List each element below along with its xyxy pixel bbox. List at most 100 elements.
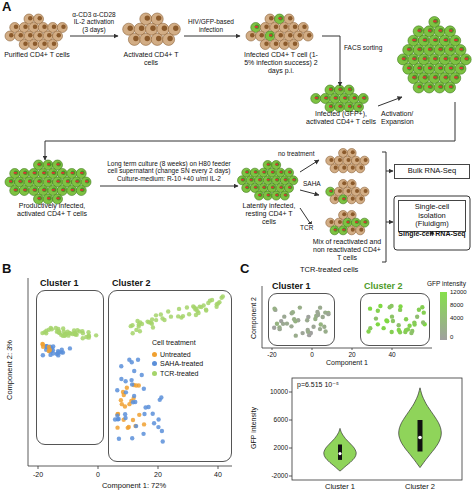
cell-nucleus bbox=[358, 104, 363, 109]
node-text: Latently infected, resting CD4+ T cells bbox=[238, 202, 300, 225]
cell-nucleus bbox=[346, 158, 350, 162]
cell-nucleus bbox=[47, 33, 52, 38]
data-point bbox=[119, 377, 123, 381]
cell-cluster bbox=[398, 17, 472, 93]
label-text: p=6.515 10⁻⁵ bbox=[297, 381, 339, 389]
data-point bbox=[117, 437, 121, 441]
virus-mark bbox=[329, 190, 332, 192]
data-point bbox=[151, 325, 155, 329]
virus-mark bbox=[61, 172, 64, 174]
virus-mark bbox=[258, 194, 261, 196]
cell-nucleus bbox=[275, 162, 279, 166]
cell-nucleus bbox=[254, 185, 258, 189]
cell-nucleus bbox=[38, 16, 43, 21]
data-point bbox=[318, 305, 322, 309]
virus-mark bbox=[339, 89, 342, 91]
virus-mark bbox=[346, 221, 349, 223]
cell-nucleus bbox=[351, 228, 355, 232]
virus-mark bbox=[271, 187, 274, 189]
data-point bbox=[41, 345, 45, 349]
cell bbox=[347, 195, 356, 204]
bracket-arrow bbox=[386, 222, 393, 223]
data-point bbox=[131, 400, 135, 404]
cell bbox=[445, 82, 456, 93]
cell-nucleus bbox=[428, 84, 433, 89]
virus-mark bbox=[57, 198, 60, 200]
data-point bbox=[291, 310, 295, 314]
legend-row: TCR-treated bbox=[152, 368, 203, 378]
virus-mark bbox=[254, 187, 257, 189]
cell-nucleus bbox=[9, 179, 14, 184]
median bbox=[338, 452, 341, 455]
cell-nucleus bbox=[23, 42, 28, 47]
data-point bbox=[166, 309, 170, 313]
cell bbox=[48, 40, 58, 50]
cell-nucleus bbox=[342, 228, 346, 232]
data-point bbox=[154, 318, 158, 322]
cell bbox=[311, 94, 321, 104]
data-point bbox=[137, 383, 141, 387]
virus-mark bbox=[284, 194, 287, 196]
cell-nucleus bbox=[418, 84, 423, 89]
connector bbox=[184, 36, 240, 37]
cell bbox=[38, 40, 48, 50]
cell-nucleus bbox=[346, 189, 350, 193]
cell-nucleus bbox=[245, 185, 249, 189]
cell-nucleus bbox=[307, 33, 312, 38]
cell-nucleus bbox=[293, 25, 298, 30]
cell-group: Purified CD4+ T cells bbox=[4, 15, 70, 59]
cell bbox=[29, 40, 39, 50]
virus-mark bbox=[47, 164, 50, 166]
cell bbox=[356, 226, 365, 235]
treatment-arrow bbox=[300, 160, 319, 172]
legend-text: TCR-treated bbox=[160, 369, 199, 378]
cell-nucleus bbox=[418, 47, 423, 52]
data-point bbox=[119, 364, 123, 368]
virus-mark bbox=[38, 181, 41, 183]
cell-nucleus bbox=[428, 28, 433, 33]
cell-nucleus bbox=[342, 150, 346, 154]
label-text: SAHA bbox=[303, 180, 321, 187]
label-text: 20 bbox=[348, 351, 355, 358]
data-point bbox=[306, 330, 310, 334]
legend: UntreatedSAHA-treatedTCR-treated bbox=[152, 349, 203, 378]
data-point bbox=[62, 334, 66, 338]
virus-mark bbox=[428, 48, 431, 50]
cell-nucleus bbox=[298, 33, 303, 38]
cell-nucleus bbox=[359, 228, 363, 232]
virus-mark bbox=[33, 172, 36, 174]
cell-nucleus bbox=[23, 171, 28, 176]
cell-nucleus bbox=[438, 65, 443, 70]
virus-mark bbox=[19, 181, 22, 183]
virus-mark bbox=[433, 76, 436, 78]
box-plot bbox=[418, 420, 423, 452]
cell-nucleus bbox=[324, 96, 329, 101]
output-label: Single-cell RNA-Seq bbox=[396, 230, 468, 238]
cell-nucleus bbox=[47, 162, 52, 167]
cell-nucleus bbox=[329, 158, 333, 162]
cell-nucleus bbox=[139, 26, 144, 31]
cell-nucleus bbox=[407, 47, 412, 52]
data-point bbox=[150, 322, 154, 326]
edge-label: HIV/GFP-based infection bbox=[185, 18, 237, 33]
virus-mark bbox=[250, 179, 253, 181]
data-point bbox=[376, 322, 380, 326]
cell-nucleus bbox=[418, 65, 423, 70]
cell-cluster bbox=[5, 160, 91, 204]
virus-mark bbox=[33, 189, 36, 191]
cell-nucleus bbox=[274, 42, 279, 47]
data-point bbox=[199, 305, 203, 309]
data-point bbox=[388, 305, 392, 309]
virus-mark bbox=[57, 164, 60, 166]
cell-nucleus bbox=[364, 158, 368, 162]
label-text: 10000 bbox=[270, 388, 288, 395]
virus-mark bbox=[57, 181, 60, 183]
virus-mark bbox=[267, 194, 270, 196]
data-point bbox=[48, 348, 52, 352]
cell-nucleus bbox=[351, 150, 355, 154]
cell bbox=[339, 164, 348, 173]
node-text: Productively infected, activated CD4+ T … bbox=[4, 202, 100, 218]
cell-nucleus bbox=[454, 37, 459, 42]
virus-mark bbox=[329, 89, 332, 91]
data-point bbox=[40, 331, 44, 335]
